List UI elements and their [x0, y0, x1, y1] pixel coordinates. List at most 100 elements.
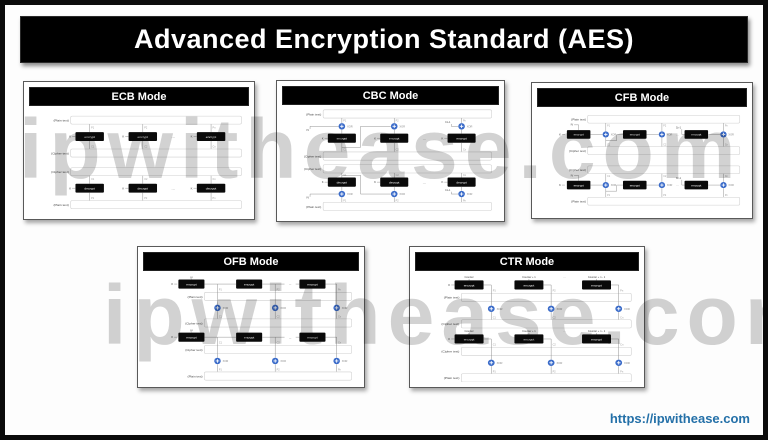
svg-text:(Plain text): (Plain text) — [306, 112, 321, 116]
svg-text:Cn: Cn — [463, 174, 467, 177]
svg-text:encrypt: encrypt — [84, 135, 95, 139]
svg-text:Cn: Cn — [725, 176, 729, 178]
svg-text:Counter + n - 1: Counter + n - 1 — [588, 276, 606, 279]
svg-text:(Plain text): (Plain text) — [444, 376, 460, 380]
svg-text:encrypt: encrypt — [630, 133, 640, 137]
svg-text:...: ... — [289, 335, 292, 339]
panel-ctr-title: CTR Mode — [499, 255, 555, 268]
svg-text:encrypt: encrypt — [138, 135, 149, 139]
svg-text:Pn: Pn — [725, 195, 729, 197]
svg-text:(Plain text): (Plain text) — [53, 119, 68, 123]
svg-text:P1: P1 — [343, 119, 347, 122]
svg-text:XOR: XOR — [611, 184, 617, 187]
svg-text:Cn-1: Cn-1 — [445, 121, 451, 124]
svg-text:XOR: XOR — [223, 359, 229, 363]
svg-text:P2: P2 — [663, 126, 667, 128]
svg-text:P1: P1 — [607, 126, 611, 128]
svg-text:Cn-1: Cn-1 — [676, 178, 682, 180]
svg-text:P2: P2 — [144, 127, 148, 130]
svg-text:...: ... — [563, 275, 566, 279]
svg-text:C1: C1 — [493, 316, 497, 319]
svg-text:XOR: XOR — [611, 134, 617, 137]
svg-text:XOR: XOR — [728, 184, 734, 187]
panel-ecb-header: ECB Mode — [29, 87, 249, 106]
svg-text:Pn: Pn — [212, 127, 216, 130]
svg-text:XOR: XOR — [728, 134, 734, 137]
svg-text:C2: C2 — [277, 315, 281, 318]
svg-text:C2: C2 — [396, 174, 400, 177]
svg-text:P2: P2 — [396, 199, 400, 202]
svg-text:P2: P2 — [553, 370, 557, 373]
svg-text:K: K — [191, 135, 193, 139]
svg-text:(Plain text): (Plain text) — [571, 118, 586, 122]
svg-text:XOR: XOR — [342, 306, 348, 310]
svg-text:P1: P1 — [219, 369, 223, 372]
svg-text:C2: C2 — [396, 149, 400, 152]
svg-text:(Plain text): (Plain text) — [188, 374, 203, 378]
svg-text:K: K — [69, 186, 71, 190]
svg-text:Cn: Cn — [620, 316, 624, 319]
svg-text:C1: C1 — [343, 174, 347, 177]
svg-text:XOR: XOR — [497, 307, 503, 311]
page-title: Advanced Encryption Standard (AES) — [133, 24, 635, 54]
svg-text:C1: C1 — [607, 176, 611, 178]
svg-text:(Cipher text): (Cipher text) — [304, 154, 321, 158]
svg-text:decrypt: decrypt — [337, 181, 347, 185]
svg-text:decrypt: decrypt — [84, 187, 95, 191]
svg-text:C1: C1 — [607, 144, 611, 146]
svg-text:XOR: XOR — [624, 361, 630, 365]
svg-text:P1: P1 — [91, 127, 95, 130]
svg-text:encrypt: encrypt — [244, 282, 254, 286]
svg-text:decrypt: decrypt — [456, 181, 466, 185]
svg-text:encrypt: encrypt — [574, 183, 584, 187]
page-title-bar: Advanced Encryption Standard (AES) — [20, 16, 748, 63]
panel-cfb-header: CFB Mode — [537, 88, 747, 107]
svg-text:(Cipher text): (Cipher text) — [441, 350, 459, 354]
svg-text:P1: P1 — [607, 195, 611, 197]
svg-text:(Plain text): (Plain text) — [188, 295, 203, 299]
svg-text:C2: C2 — [144, 178, 148, 181]
svg-text:...: ... — [676, 133, 679, 137]
svg-text:...: ... — [423, 181, 426, 185]
svg-text:C1: C1 — [91, 145, 95, 148]
svg-text:XOR: XOR — [342, 359, 348, 363]
svg-text:...: ... — [423, 137, 426, 141]
svg-text:...: ... — [676, 183, 679, 187]
svg-text:K: K — [122, 186, 124, 190]
svg-text:P2: P2 — [396, 119, 400, 122]
svg-text:C1: C1 — [219, 342, 223, 345]
svg-text:encrypt: encrypt — [691, 183, 701, 187]
svg-text:encrypt: encrypt — [206, 135, 217, 139]
svg-text:XOR: XOR — [497, 361, 503, 365]
svg-text:encrypt: encrypt — [307, 282, 317, 286]
svg-text:Pn: Pn — [338, 369, 342, 372]
svg-text:XOR: XOR — [556, 307, 562, 311]
svg-text:K: K — [322, 136, 324, 140]
svg-text:...: ... — [172, 187, 175, 191]
svg-text:XOR: XOR — [399, 124, 405, 128]
svg-text:P2: P2 — [144, 197, 148, 200]
svg-text:K: K — [559, 133, 561, 137]
svg-text:XOR: XOR — [280, 359, 286, 363]
svg-text:C2: C2 — [553, 343, 557, 346]
svg-text:Cn: Cn — [212, 145, 216, 148]
svg-text:Counter + 1: Counter + 1 — [522, 330, 536, 333]
svg-text:XOR: XOR — [556, 361, 562, 365]
svg-text:P2: P2 — [277, 369, 281, 372]
svg-text:Counter + 1: Counter + 1 — [522, 276, 536, 279]
panel-ecb-title: ECB Mode — [111, 90, 167, 103]
svg-text:P2: P2 — [553, 289, 557, 292]
svg-text:C1: C1 — [343, 149, 347, 152]
panel-cfb-title: CFB Mode — [614, 91, 670, 104]
svg-text:encrypt: encrypt — [186, 336, 196, 340]
footer-url-link[interactable]: https://ipwithease.com — [609, 411, 750, 426]
svg-text:(Cipher text): (Cipher text) — [441, 322, 459, 326]
svg-text:K: K — [191, 186, 193, 190]
svg-text:XOR: XOR — [280, 306, 286, 310]
